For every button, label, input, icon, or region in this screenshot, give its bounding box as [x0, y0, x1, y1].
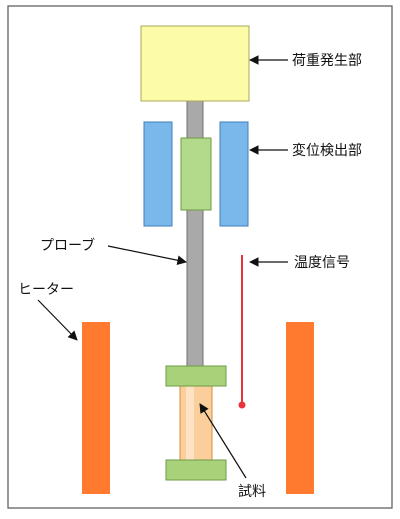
arrow-sample: [199, 403, 247, 479]
detector-coil-right: [219, 121, 249, 227]
detector-core: [180, 137, 212, 211]
thermocouple-tip: [238, 401, 246, 409]
holder-bottom: [165, 459, 227, 481]
arrow-probe: [107, 245, 187, 265]
arrow-heater: [37, 299, 78, 341]
sample-highlight: [186, 386, 194, 460]
sample: [179, 383, 213, 463]
load-unit: [140, 25, 250, 102]
label-probe: プローブ: [40, 237, 95, 254]
heater-left: [82, 322, 110, 494]
heater-right: [286, 322, 314, 494]
label-temperature-signal: 温度信号: [294, 255, 350, 271]
detector-coil-left: [143, 121, 173, 227]
label-displacement-unit: 変位検出部: [292, 142, 362, 159]
label-load-unit: 荷重発生部: [292, 53, 362, 69]
holder-top: [165, 365, 227, 387]
label-heater: ヒーター: [18, 282, 74, 298]
label-sample: 試料: [238, 484, 266, 500]
